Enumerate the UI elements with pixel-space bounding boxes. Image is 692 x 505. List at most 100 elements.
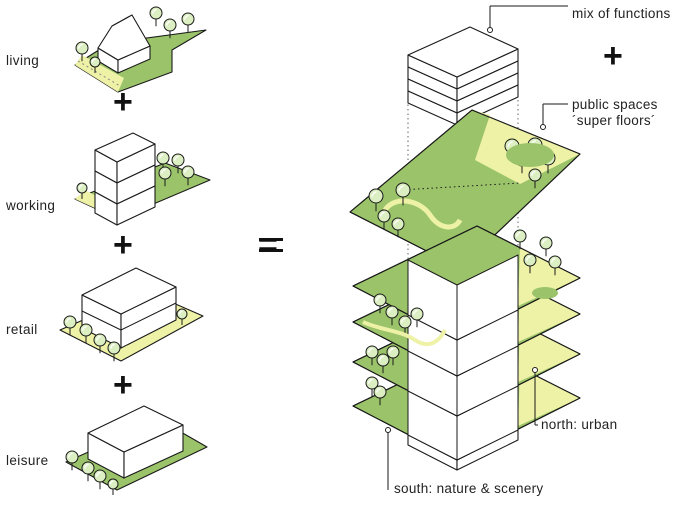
tree-crown xyxy=(391,217,405,231)
tree-crown xyxy=(163,18,177,32)
callout-mix-of-functions: mix of functions xyxy=(572,6,671,21)
tree-icon xyxy=(171,153,185,174)
tree-highlight xyxy=(371,191,377,197)
living-yard xyxy=(75,55,124,92)
tree-icon xyxy=(386,345,400,366)
living-dash xyxy=(77,60,121,87)
callout-north-urban: north: urban xyxy=(541,417,618,432)
tree-crown xyxy=(523,253,537,267)
tree-icon xyxy=(365,376,379,397)
super-floor-upper xyxy=(349,109,581,269)
equals-bar-bottom xyxy=(259,249,283,252)
tree-highlight xyxy=(516,231,521,237)
tree-highlight xyxy=(388,307,393,313)
tree-highlight xyxy=(394,219,399,225)
tree-highlight xyxy=(166,20,171,26)
tree-highlight xyxy=(398,185,404,191)
tree-highlight xyxy=(110,343,115,349)
tree-highlight xyxy=(401,317,406,323)
retail-floor-line xyxy=(120,302,177,331)
tree-highlight xyxy=(551,257,556,263)
plus-sign-1: + xyxy=(113,83,133,121)
callout-south-nature: south: nature & scenery xyxy=(394,481,544,496)
leisure-box-top xyxy=(87,405,184,453)
tree-highlight xyxy=(531,170,536,176)
tree-icon xyxy=(373,293,387,314)
tree-highlight xyxy=(184,14,189,20)
tree-highlight xyxy=(78,184,83,189)
retail-floor-line xyxy=(81,310,122,331)
tree-highlight xyxy=(178,310,183,315)
tree-crown xyxy=(377,209,391,223)
callout-super-floors: ´super floors´ xyxy=(572,113,656,128)
leader-dot xyxy=(532,367,538,373)
tree-icon xyxy=(149,6,163,27)
tree-icon xyxy=(93,469,107,490)
tree-crown xyxy=(385,305,399,319)
tree-highlight xyxy=(96,471,101,477)
tree-icon xyxy=(156,151,170,172)
tree-crown xyxy=(365,345,379,359)
tree-highlight xyxy=(526,255,531,261)
plus-sign-right: + xyxy=(603,37,623,75)
tree-icon xyxy=(391,217,405,238)
tree-highlight xyxy=(91,58,96,63)
tree-icon xyxy=(368,188,384,212)
tree-crown xyxy=(386,345,400,359)
tree-highlight xyxy=(96,335,101,341)
tower-assembly xyxy=(349,5,581,490)
tree-highlight xyxy=(161,168,166,174)
super-floor-divider xyxy=(399,182,521,191)
plus-sign-2: + xyxy=(113,226,133,264)
tree-crown xyxy=(81,461,95,475)
tree-crown xyxy=(75,41,89,55)
tree-icon xyxy=(395,182,411,206)
tree-icon xyxy=(176,308,188,325)
house-roof xyxy=(97,14,151,61)
label-retail: retail xyxy=(6,322,38,337)
living-group xyxy=(74,6,207,93)
path-curve xyxy=(382,198,463,230)
tree-crown xyxy=(93,333,107,347)
label-leisure: leisure xyxy=(6,453,49,468)
tree-highlight xyxy=(368,347,373,353)
tree-crown xyxy=(79,323,93,337)
tree-highlight xyxy=(82,325,87,331)
label-working: working xyxy=(6,198,56,213)
tree-crown xyxy=(395,182,411,198)
tree-crown xyxy=(107,478,119,490)
tree-icon xyxy=(89,56,101,73)
equals-bar-top xyxy=(259,238,283,241)
tree-crown xyxy=(373,385,387,399)
tree-crown xyxy=(373,293,387,307)
tree-highlight xyxy=(152,8,157,14)
tree-crown xyxy=(107,341,121,355)
retail-box-top xyxy=(81,267,177,315)
tree-highlight xyxy=(68,452,73,458)
path-curve xyxy=(362,320,447,347)
leader-dot xyxy=(385,427,391,433)
tree-crown xyxy=(158,166,172,180)
tree-highlight xyxy=(66,317,71,323)
tree-highlight xyxy=(368,378,373,384)
tree-icon xyxy=(548,255,562,276)
tree-icon xyxy=(163,18,177,39)
tree-highlight xyxy=(376,387,381,393)
tree-crown xyxy=(548,255,562,269)
tree-crown xyxy=(63,315,77,329)
tree-crown xyxy=(156,151,170,165)
park-patch xyxy=(506,143,554,167)
retail-group xyxy=(59,267,204,362)
tree-icon xyxy=(81,461,95,482)
tree-icon xyxy=(376,353,390,374)
tree-icon xyxy=(76,182,88,199)
tree-icon xyxy=(158,166,172,187)
tree-icon xyxy=(523,253,537,274)
working-group xyxy=(74,132,211,226)
tree-highlight xyxy=(542,238,547,244)
label-living: living xyxy=(6,53,40,68)
tree-icon xyxy=(373,385,387,406)
tree-highlight xyxy=(174,155,179,161)
